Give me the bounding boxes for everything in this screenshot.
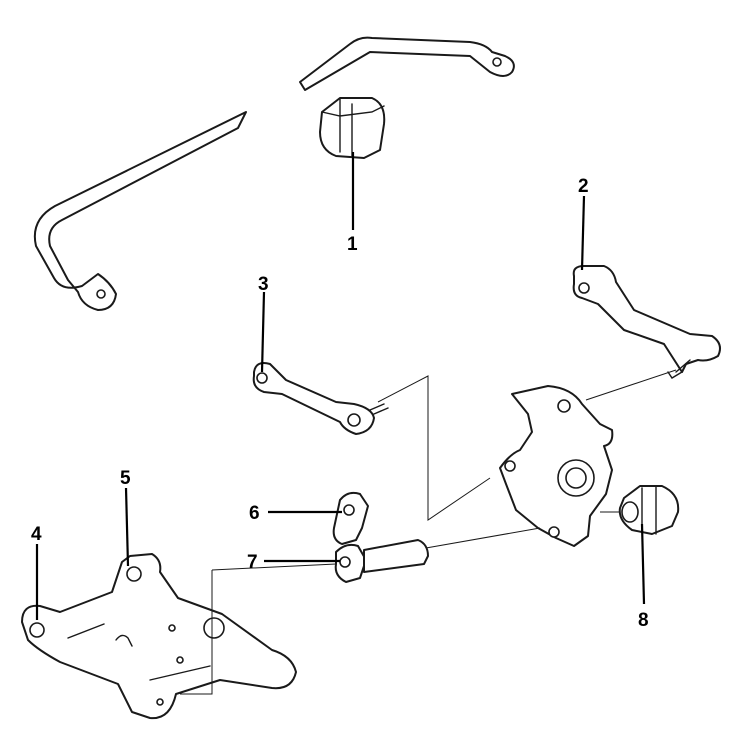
stabilizer-bar [33,36,515,311]
assembly-guides [180,369,677,695]
wheel-carrier [499,385,614,547]
callout-6: 6 [249,503,260,524]
callout-5: 5 [120,468,131,489]
leader-3 [260,291,266,373]
leader-5 [124,487,130,567]
callout-2: 2 [578,176,589,197]
callout-3: 3 [258,274,269,295]
callout-labels: 1 2 3 4 5 6 7 8 [31,176,649,631]
callout-4: 4 [31,524,42,545]
trailing-link [332,491,429,583]
leader-2 [580,195,586,271]
leader-8 [640,523,646,605]
upper-control-arm [572,265,721,379]
rear-subframe [21,553,297,720]
callout-7: 7 [247,552,258,573]
callout-1: 1 [347,234,358,255]
toe-link [252,362,389,435]
carrier-bushing [618,485,680,535]
callout-8: 8 [638,610,649,631]
stabilizer-bushing [319,97,386,159]
callout-leaders [35,152,646,620]
